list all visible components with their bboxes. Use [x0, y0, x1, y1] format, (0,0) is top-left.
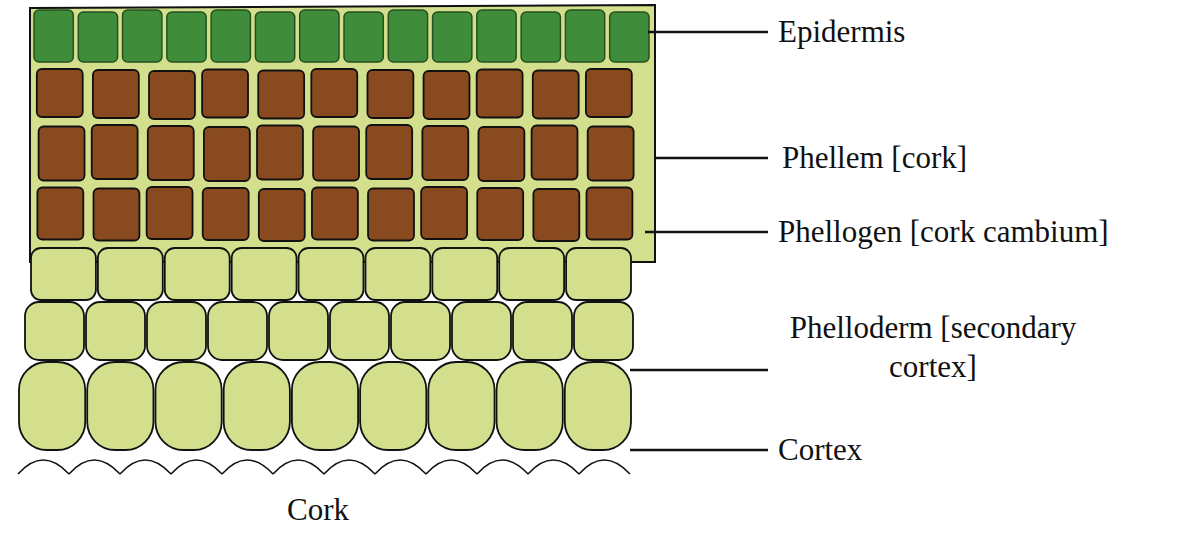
epidermis-cell: [610, 12, 649, 62]
part-label: Cortex: [778, 431, 862, 470]
parenchyma-cell: [360, 362, 426, 450]
parenchyma-cell: [497, 362, 563, 450]
leader-line: [645, 231, 768, 234]
parenchyma-cell: [292, 362, 358, 450]
cork-cell: [258, 71, 304, 119]
parenchyma-cell: [19, 362, 85, 450]
epidermis-cell: [211, 10, 250, 62]
epidermis-cell: [477, 10, 516, 62]
epidermis-cell: [34, 10, 73, 62]
epidermis-cell: [78, 12, 117, 62]
cork-cell: [204, 127, 250, 181]
cork-cell: [478, 127, 524, 181]
cork-cell: [367, 70, 413, 118]
cork-cell: [203, 188, 249, 240]
parenchyma-cell: [428, 362, 494, 450]
cork-cell: [37, 188, 83, 240]
leader-line: [655, 157, 768, 160]
cork-cell: [368, 189, 414, 241]
parenchyma-cell: [232, 248, 297, 300]
cork-cell: [588, 127, 634, 181]
cork-cell: [477, 188, 523, 240]
cork-cell: [586, 188, 632, 240]
parenchyma-cell: [452, 302, 511, 360]
parenchyma-cell: [31, 248, 96, 300]
parenchyma-cell: [98, 248, 163, 300]
parenchyma-cell: [208, 302, 267, 360]
epidermis-cell: [521, 12, 560, 62]
part-label: Phellogen [cork cambium]: [778, 213, 1109, 252]
cork-cell: [424, 71, 470, 119]
cork-cell: [202, 70, 248, 118]
parenchyma-cell: [86, 302, 145, 360]
cork-cell: [477, 70, 523, 118]
cork-cell: [259, 189, 305, 241]
parenchyma-cell: [432, 248, 497, 300]
cork-cell: [92, 125, 138, 179]
parenchyma-cell: [269, 302, 328, 360]
leader-line: [648, 31, 768, 34]
leader-line: [630, 369, 768, 372]
cork-cell: [257, 126, 303, 180]
epidermis-cell: [123, 10, 162, 62]
parenchyma-cell: [87, 362, 153, 450]
cork-cell: [94, 189, 140, 241]
cork-cell: [366, 125, 412, 179]
cortex-cells: [18, 460, 630, 474]
parenchyma-cell: [566, 248, 631, 300]
cork-cell: [586, 69, 632, 117]
parenchyma-cell: [155, 362, 221, 450]
cork-cell: [149, 71, 195, 119]
epidermis-cell: [433, 12, 472, 62]
cork-cell: [313, 127, 359, 181]
parenchyma-cell: [165, 248, 230, 300]
cork-cell: [421, 187, 467, 239]
periderm-ground: [30, 5, 655, 262]
parenchyma-cell: [391, 302, 450, 360]
cork-cell: [93, 70, 139, 118]
epidermis-cell: [167, 12, 206, 62]
cork-cell: [422, 126, 468, 180]
cork-cell: [39, 127, 85, 181]
parenchyma-cell: [147, 302, 206, 360]
cork-cell: [147, 187, 193, 239]
cork-cell: [37, 69, 83, 117]
cork-cell: [311, 69, 357, 117]
cork-cell: [148, 126, 194, 180]
parenchyma-cell: [25, 302, 84, 360]
parenchyma-cell: [565, 362, 631, 450]
part-label: Phelloderm [secondary cortex]: [778, 309, 1088, 387]
parenchyma-cell: [224, 362, 290, 450]
parenchyma-cell: [365, 248, 430, 300]
part-label: Epidermis: [778, 13, 905, 52]
epidermis-cell: [300, 10, 339, 62]
leader-line: [630, 449, 768, 452]
epidermis-cell: [344, 12, 383, 62]
cork-cell: [533, 71, 579, 119]
epidermis-cell: [565, 10, 604, 62]
parenchyma-cell: [330, 302, 389, 360]
cork-cell: [312, 188, 358, 240]
parenchyma-cell: [574, 302, 633, 360]
parenchyma-cell: [299, 248, 364, 300]
caption: Cork: [287, 491, 349, 530]
part-label: Phellem [cork]: [782, 139, 967, 178]
epidermis-cell: [255, 12, 294, 62]
cork-cell: [533, 189, 579, 241]
parenchyma-cell: [513, 302, 572, 360]
epidermis-cell: [388, 10, 427, 62]
cork-cell: [532, 126, 578, 180]
parenchyma-cell: [499, 248, 564, 300]
